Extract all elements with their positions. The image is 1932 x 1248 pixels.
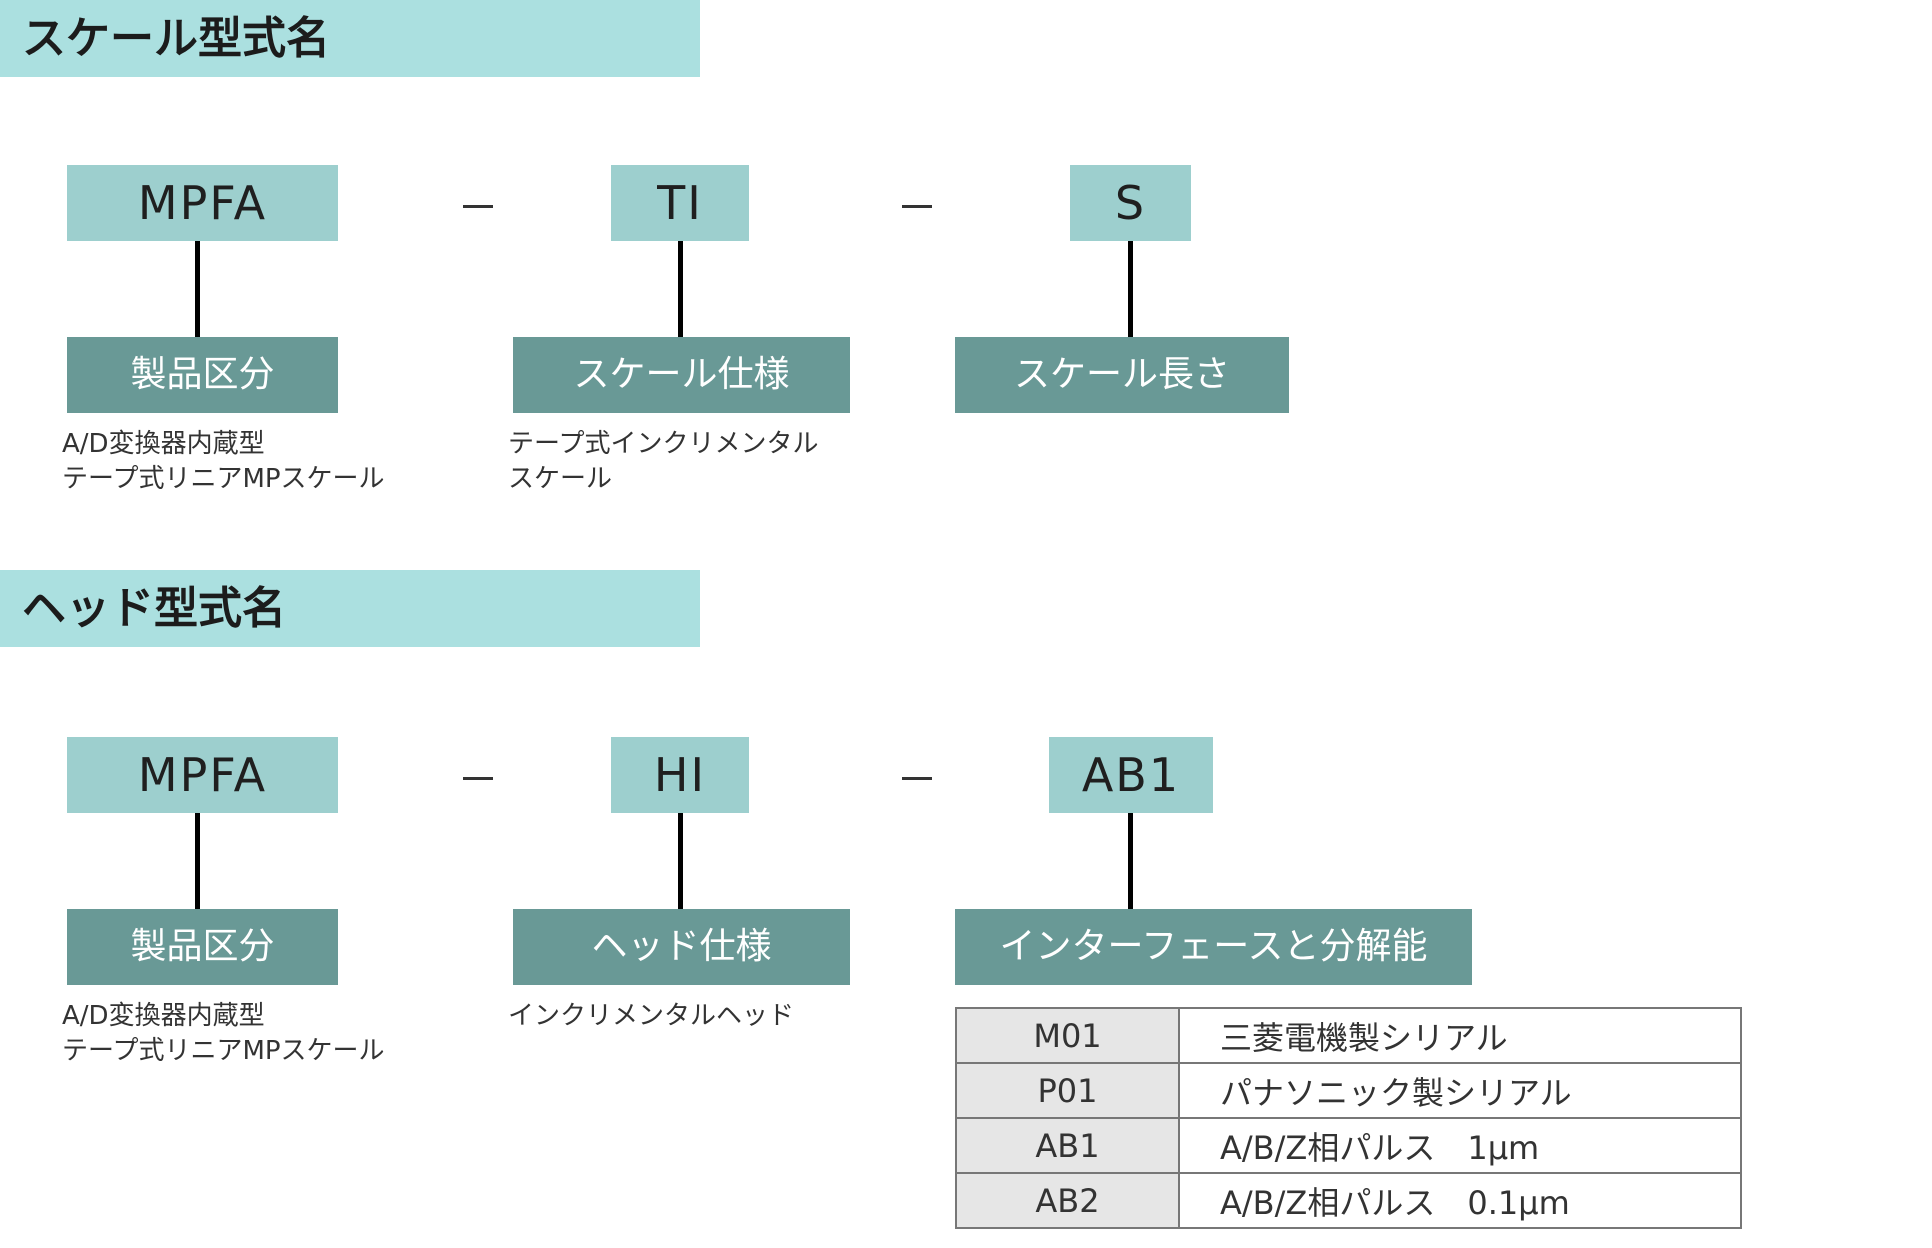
interface-code: P01	[955, 1062, 1180, 1119]
scale-connector-1	[195, 241, 200, 337]
scale-label-length: スケール長さ	[955, 337, 1289, 413]
head-connector-2	[678, 813, 683, 909]
head-connector-3	[1128, 813, 1133, 909]
head-code-spec: HI	[611, 737, 749, 813]
head-connector-1	[195, 813, 200, 909]
interface-code: M01	[955, 1007, 1180, 1064]
scale-code-spec: TI	[611, 165, 749, 241]
head-label-interface: インターフェースと分解能	[955, 909, 1472, 985]
interface-description: パナソニック製シリアル	[1178, 1062, 1742, 1119]
scale-label-product: 製品区分	[67, 337, 338, 413]
head-label-spec: ヘッド仕様	[513, 909, 850, 985]
head-separator-2	[902, 777, 932, 780]
table-row: M01 三菱電機製シリアル	[955, 1007, 1742, 1064]
table-row: AB1 A/B/Z相パルス 1μm	[955, 1117, 1742, 1174]
head-separator-1	[463, 777, 493, 780]
scale-separator-1	[463, 205, 493, 208]
head-desc-spec: インクリメンタルヘッド	[508, 1001, 795, 1031]
head-code-product: MPFA	[67, 737, 338, 813]
interface-code: AB1	[955, 1117, 1180, 1174]
head-label-product: 製品区分	[67, 909, 338, 985]
scale-code-length: S	[1070, 165, 1191, 241]
interface-description: A/B/Z相パルス 1μm	[1178, 1117, 1742, 1174]
scale-connector-2	[678, 241, 683, 337]
scale-connector-3	[1128, 241, 1133, 337]
table-row: AB2 A/B/Z相パルス 0.1μm	[955, 1172, 1742, 1229]
table-row: P01 パナソニック製シリアル	[955, 1062, 1742, 1119]
scale-label-spec: スケール仕様	[513, 337, 850, 413]
scale-desc-spec: テープ式インクリメンタル スケール	[508, 429, 819, 494]
interface-code: AB2	[955, 1172, 1180, 1229]
scale-code-product: MPFA	[67, 165, 338, 241]
head-code-interface: AB1	[1049, 737, 1213, 813]
interface-description: A/B/Z相パルス 0.1μm	[1178, 1172, 1742, 1229]
head-section-header: ヘッド型式名	[0, 570, 700, 647]
scale-separator-2	[902, 205, 932, 208]
scale-section-header: スケール型式名	[0, 0, 700, 77]
head-desc-product: A/D変換器内蔵型 テープ式リニアMPスケール	[62, 1001, 385, 1066]
interface-description: 三菱電機製シリアル	[1178, 1007, 1742, 1064]
scale-desc-product: A/D変換器内蔵型 テープ式リニアMPスケール	[62, 429, 385, 494]
interface-table: M01 三菱電機製シリアル P01 パナソニック製シリアル AB1 A/B/Z相…	[955, 1007, 1742, 1229]
